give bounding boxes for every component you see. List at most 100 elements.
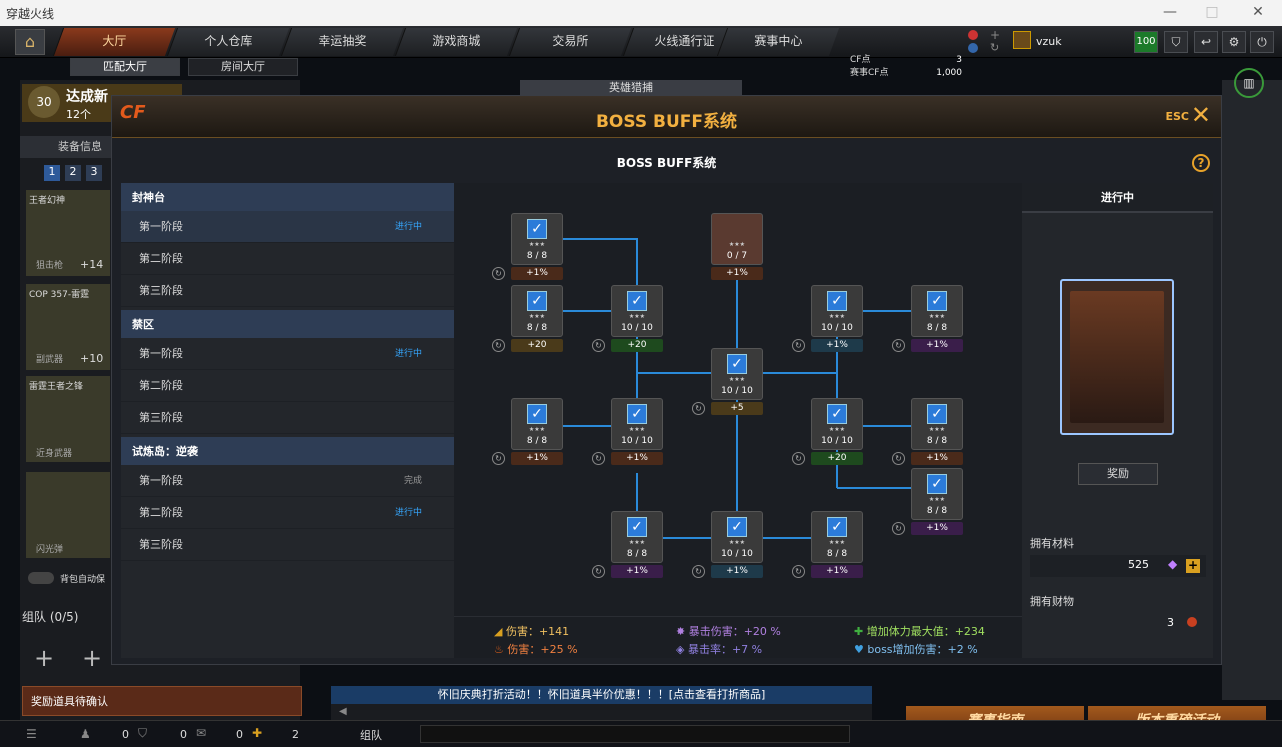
buff-node[interactable]: ✓★★★8 / 8 xyxy=(911,285,963,337)
buff-node[interactable]: ✓★★★10 / 10 xyxy=(811,398,863,450)
add-materials-button[interactable]: + xyxy=(1186,558,1200,573)
buff-node[interactable]: ✓★★★8 / 8 xyxy=(811,511,863,563)
reset-icon[interactable]: ↻ xyxy=(792,452,805,465)
stage-item[interactable]: 第二阶段进行中 xyxy=(121,497,454,529)
buff-node[interactable]: ✓★★★10 / 10 xyxy=(711,511,763,563)
reward-button[interactable]: 奖励 xyxy=(1078,463,1158,485)
buff-node[interactable]: ✓★★★8 / 8 xyxy=(911,398,963,450)
stats-icon[interactable]: ▥ xyxy=(1234,68,1264,98)
reset-icon[interactable]: ↻ xyxy=(492,452,505,465)
check-icon: ✓ xyxy=(927,474,947,494)
subtab-room-lobby[interactable]: 房间大厅 xyxy=(188,58,298,76)
gift-icon[interactable]: ✚ xyxy=(252,726,263,740)
team-count: 组队 (0/5) xyxy=(22,610,79,624)
stage-item[interactable]: 第三阶段 xyxy=(121,402,454,434)
announcement-marquee[interactable]: 怀旧庆典打折活动！！怀旧道具半价优惠！！！[点击查看打折商品] xyxy=(331,686,872,704)
reward-confirm-bar[interactable]: 奖励道具待确认 xyxy=(22,686,302,716)
add-member-icon[interactable]: + xyxy=(82,644,103,672)
chat-channel[interactable]: 组队 xyxy=(360,729,382,742)
buff-node[interactable]: ✓★★★10 / 10 xyxy=(611,398,663,450)
reset-icon[interactable]: ↻ xyxy=(892,452,905,465)
reset-icon[interactable]: ↻ xyxy=(492,339,505,352)
speaker-icon[interactable]: ◀ xyxy=(339,706,347,717)
weapon-slot-1[interactable]: 王者幻神 狙击枪 +14 xyxy=(26,190,110,276)
stage-item[interactable]: 第三阶段 xyxy=(121,275,454,307)
chat-input[interactable] xyxy=(420,725,850,743)
stage-item[interactable]: 第一阶段完成 xyxy=(121,465,454,497)
minimize-icon[interactable]: — xyxy=(1163,4,1177,20)
buff-node[interactable]: ✓★★★10 / 10 xyxy=(811,285,863,337)
stage-item[interactable]: 第三阶段 xyxy=(121,529,454,561)
check-icon: ✓ xyxy=(527,404,547,424)
stage-list: 封神台 第一阶段进行中 第二阶段 第三阶段 禁区 第一阶段进行中 第二阶段 第三… xyxy=(121,183,454,658)
weapon-slot-2[interactable]: COP 357-雷霆 副武器 +10 xyxy=(26,284,110,370)
close-icon[interactable]: ✕ xyxy=(1190,101,1211,129)
tab-exchange[interactable]: 交易所 xyxy=(508,28,632,56)
reset-icon[interactable]: ↻ xyxy=(892,522,905,535)
reset-icon[interactable]: ↻ xyxy=(592,339,605,352)
gear-icon[interactable]: ⚙ xyxy=(1222,31,1246,53)
modal-header: CF BOSS BUFF系统 ESC ✕ xyxy=(112,96,1221,138)
subtab-match-lobby[interactable]: 匹配大厅 xyxy=(70,58,180,76)
help-icon[interactable]: ? xyxy=(1192,154,1210,172)
buff-node[interactable]: ✓★★★8 / 8 xyxy=(611,511,663,563)
bottom-bar: ☰ ♟ 0 ⛉ 0 ✉ 0 ✚ 2 组队 xyxy=(0,720,1282,747)
check-icon: ✓ xyxy=(827,517,847,537)
node-count: 8 / 8 xyxy=(526,323,548,333)
avatar[interactable] xyxy=(1013,31,1031,49)
esc-label: ESC xyxy=(1165,110,1189,123)
check-icon: ✓ xyxy=(527,219,547,239)
weapon-slot-3[interactable]: 雷霆王者之锋 近身武器 xyxy=(26,376,110,462)
reset-icon[interactable]: ↻ xyxy=(692,402,705,415)
stage-item[interactable]: 第一阶段进行中 xyxy=(121,211,454,243)
tab-warehouse[interactable]: 个人仓库 xyxy=(166,28,290,56)
tab-event-center[interactable]: 赛事中心 xyxy=(716,28,840,56)
reset-icon[interactable]: ↻ xyxy=(492,267,505,280)
auto-toggle[interactable] xyxy=(28,572,54,584)
node-count: 8 / 8 xyxy=(526,436,548,446)
home-icon[interactable]: ⌂ xyxy=(15,29,45,55)
stage-item[interactable]: 第二阶段 xyxy=(121,243,454,275)
shield-icon[interactable]: ⛉ xyxy=(1164,31,1188,53)
menu-icon[interactable]: ☰ xyxy=(26,727,37,741)
power-icon[interactable]: ⏻ xyxy=(1250,31,1274,53)
buff-node[interactable]: ✓★★★10 / 10 xyxy=(611,285,663,337)
chat-icon[interactable]: ✉ xyxy=(196,726,207,740)
buff-node[interactable]: ✓★★★8 / 8 xyxy=(511,213,563,265)
stage-item[interactable]: 第二阶段 xyxy=(121,370,454,402)
clan-icon[interactable]: ⛉ xyxy=(138,726,148,740)
stage-item[interactable]: 第一阶段进行中 xyxy=(121,338,454,370)
reset-icon[interactable]: ↻ xyxy=(592,452,605,465)
tab-shop[interactable]: 游戏商城 xyxy=(394,28,518,56)
tab-label: 幸运抽奖 xyxy=(318,34,367,48)
tab-lottery[interactable]: 幸运抽奖 xyxy=(280,28,404,56)
buff-node[interactable]: ✓★★★8 / 8 xyxy=(511,285,563,337)
page-3[interactable]: 3 xyxy=(86,165,102,181)
buff-node[interactable]: ✓★★★8 / 8 xyxy=(911,468,963,520)
tab-lobby[interactable]: 大厅 xyxy=(52,28,176,56)
reset-icon[interactable]: ↻ xyxy=(592,565,605,578)
refresh-icon[interactable]: ↻ xyxy=(990,41,1000,54)
reset-icon[interactable]: ↻ xyxy=(792,339,805,352)
check-icon: ✓ xyxy=(827,291,847,311)
add-icon[interactable]: + xyxy=(990,28,1001,42)
reset-icon[interactable]: ↻ xyxy=(792,565,805,578)
page-1[interactable]: 1 xyxy=(44,165,60,181)
page-2[interactable]: 2 xyxy=(65,165,81,181)
buff-node[interactable]: ✓★★★10 / 10 xyxy=(711,348,763,400)
add-member-icon[interactable]: + xyxy=(34,644,55,672)
boss-card[interactable] xyxy=(1060,279,1174,435)
section-fengshentai: 封神台 xyxy=(121,183,454,211)
friends-icon[interactable]: ♟ xyxy=(80,727,91,741)
equip-info-tab[interactable]: 装备信息 xyxy=(20,136,140,158)
buff-node[interactable]: ✓★★★0 / 7 xyxy=(711,213,763,265)
stat-fire-text: 伤害：+25 % xyxy=(507,643,578,656)
search-tab[interactable]: 英雄猎捕 xyxy=(520,80,742,96)
buff-node[interactable]: ✓★★★8 / 8 xyxy=(511,398,563,450)
maximize-icon[interactable]: □ xyxy=(1205,4,1219,20)
reset-icon[interactable]: ↻ xyxy=(892,339,905,352)
return-icon[interactable]: ↩ xyxy=(1194,31,1218,53)
grenade-slot[interactable]: 闪光弹 xyxy=(26,472,110,558)
reset-icon[interactable]: ↻ xyxy=(692,565,705,578)
close-window-icon[interactable]: ✕ xyxy=(1252,4,1264,20)
